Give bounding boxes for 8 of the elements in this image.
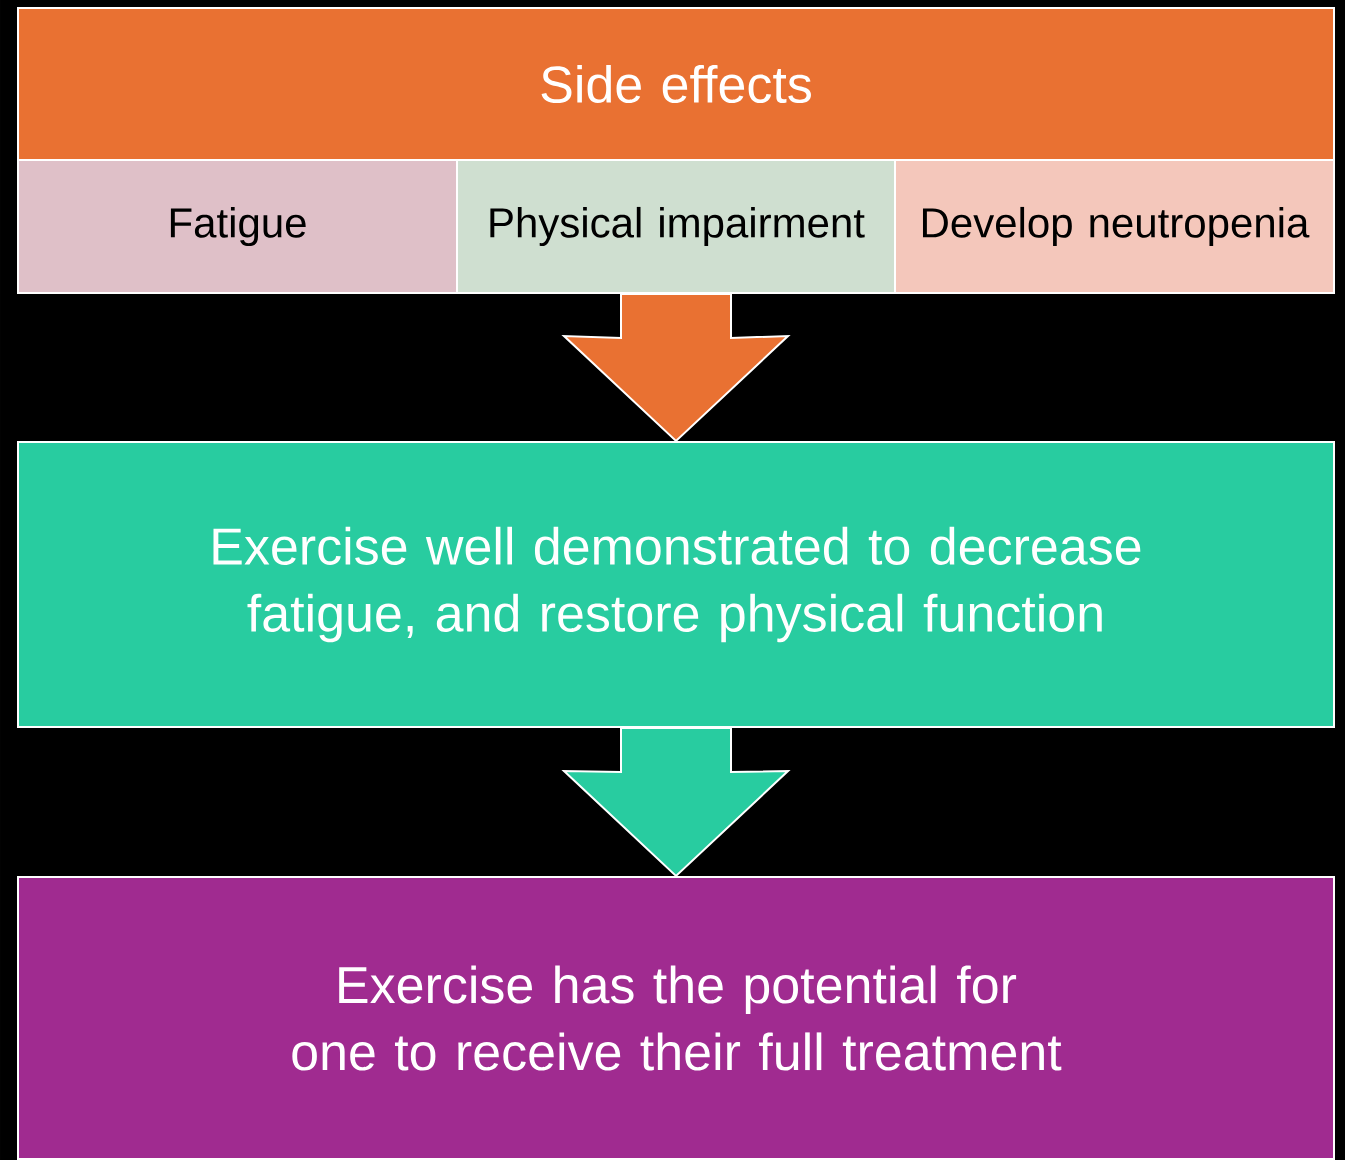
category-box: Fatigue [17, 159, 458, 294]
category-box: Physical impairment [456, 159, 896, 294]
block-arrow [561, 293, 791, 443]
header-box: Side effects [17, 7, 1335, 161]
process-box: Exercise well demonstrated to decrease fatigue, and restore physical function [17, 441, 1335, 728]
category-box: Develop neutropenia [894, 159, 1335, 294]
block-arrow [561, 727, 791, 878]
result-box: Exercise has the potential for one to receive their full treatment [17, 876, 1335, 1160]
